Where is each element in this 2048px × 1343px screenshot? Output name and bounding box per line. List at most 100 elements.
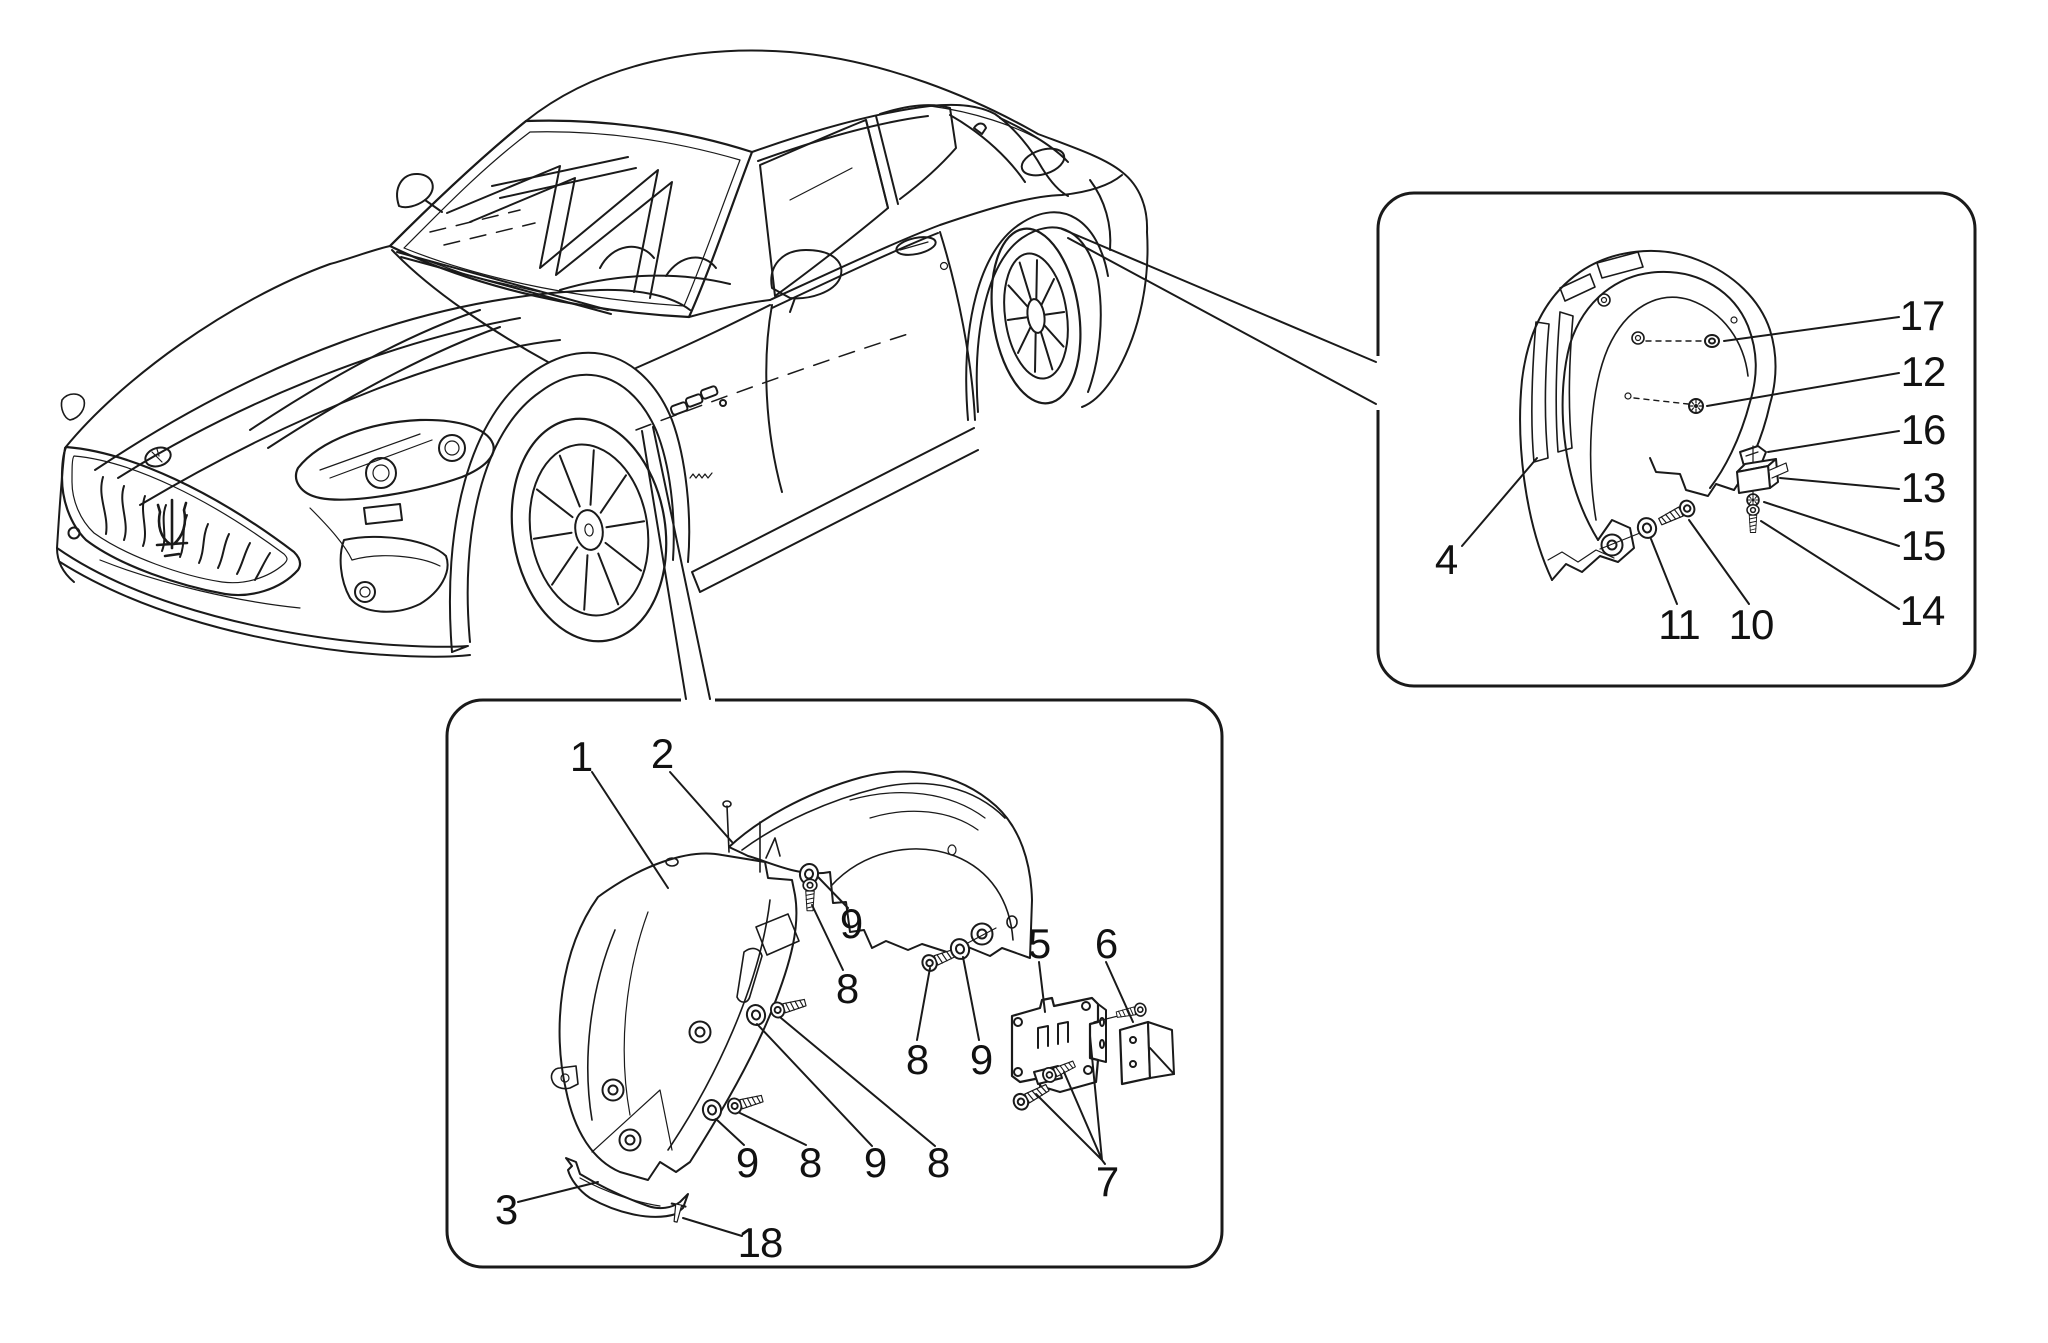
line-art-segment [789,167,853,201]
line-art-segment [71,455,288,584]
hood-badge [144,446,172,468]
line-art-segment [522,444,657,616]
line-art-segment [817,876,849,909]
line-art-segment [1008,317,1027,320]
line-art-segment [1057,1021,1069,1045]
line-art-segment [537,485,573,522]
line-art-segment [1531,321,1550,463]
line-art-segment [351,555,441,567]
line-art-segment [1547,549,1615,563]
hood-lines [94,209,691,506]
part-13-clip-nut [1736,458,1789,494]
part-6-bracket [1118,1020,1175,1086]
line-art-segment [396,172,434,209]
car-illustration [56,49,1149,658]
line-art-segment [623,911,649,1116]
part-17-grommet [1704,334,1720,348]
line-art-segment [669,771,733,843]
side-marker [363,503,403,525]
line-art-segment [999,117,1069,163]
line-art-segment [1779,477,1900,490]
line-art-segment [665,256,717,277]
line-art-segment [981,223,1091,409]
line-art-segment [466,373,675,643]
front-box-leaders [517,771,1134,1237]
maserati-script [689,472,713,479]
line-art-segment [641,430,687,700]
left-mirror [396,172,443,213]
line-art-segment [780,1017,936,1147]
line-art-segment [469,177,673,299]
line-art-segment [699,385,719,400]
line-art-segment [56,547,469,653]
line-art-segment [217,533,230,569]
line-art-segment [771,232,939,309]
line-art-segment [121,485,127,541]
line-art-segment [1089,179,1112,251]
line-art-segment [916,967,931,1041]
rear-wheel-arch [965,211,1109,421]
line-art-segment [100,476,108,535]
rear-wheelhouse-detail-box [1374,191,1977,688]
line-art-segment [1730,316,1738,324]
line-art-segment [429,209,536,246]
line-art-segment [117,317,521,479]
line-art-segment [949,114,1026,183]
line-art-segment [1589,296,1749,521]
line-art-segment [1105,961,1134,1023]
line-art-segment [635,304,771,369]
line-art-segment [1129,1060,1137,1068]
antenna [973,122,987,135]
line-art-segment [579,1177,661,1207]
line-art-segment [1649,457,1735,497]
line-art-segment [1600,296,1608,304]
part-4-mount-hole [1600,533,1624,557]
line-art-segment [1631,331,1645,345]
line-art-segment [558,852,798,1181]
line-art-segment [1035,1035,1106,1165]
line-art-segment [60,445,302,597]
front-bumper [59,507,471,658]
line-art-segment [1149,1047,1175,1075]
line-art-segment [605,538,641,575]
line-art-segment [1767,430,1900,453]
line-art-segment [811,904,844,971]
line-art-segment [665,857,679,867]
line-art-segment [559,274,731,291]
line-art-segment [1597,293,1611,307]
right-mirror [770,249,843,313]
line-art-segment [1599,532,1641,550]
line-art-segment [1634,334,1642,342]
line-art-segment [446,165,659,293]
fog-lamp [339,535,449,613]
headlight [294,418,495,525]
line-art-segment [525,49,1149,233]
line-art-segment [419,257,541,293]
line-art-segment [1067,237,1377,405]
part-12-fastener [1688,398,1704,414]
line-art-segment [354,581,376,603]
line-art-segment [962,956,980,1041]
line-art-segment [391,249,549,363]
line-art-segment [496,407,681,652]
line-art-segment [56,547,75,583]
tail-lamp [1020,147,1066,177]
line-art-segment [94,288,691,471]
line-art-segment [1706,372,1900,407]
line-art-segment [849,792,986,831]
line-art-segment [673,1203,683,1223]
part-1-tab [550,1065,579,1090]
rear-box-border [1376,191,1977,688]
front-wheelhouse-detail-box [445,696,1224,1269]
line-art-segment [254,552,271,581]
front-wheel-arch [449,351,691,653]
line-art-segment [757,115,929,162]
front-wheel [496,407,681,652]
line-art-segment [534,533,572,539]
line-art-segment [587,929,616,1121]
rear-box-leaders [1461,316,1900,610]
line-art-segment [1020,262,1031,301]
line-art-segment [359,586,371,598]
line-art-segment [1083,1065,1093,1075]
